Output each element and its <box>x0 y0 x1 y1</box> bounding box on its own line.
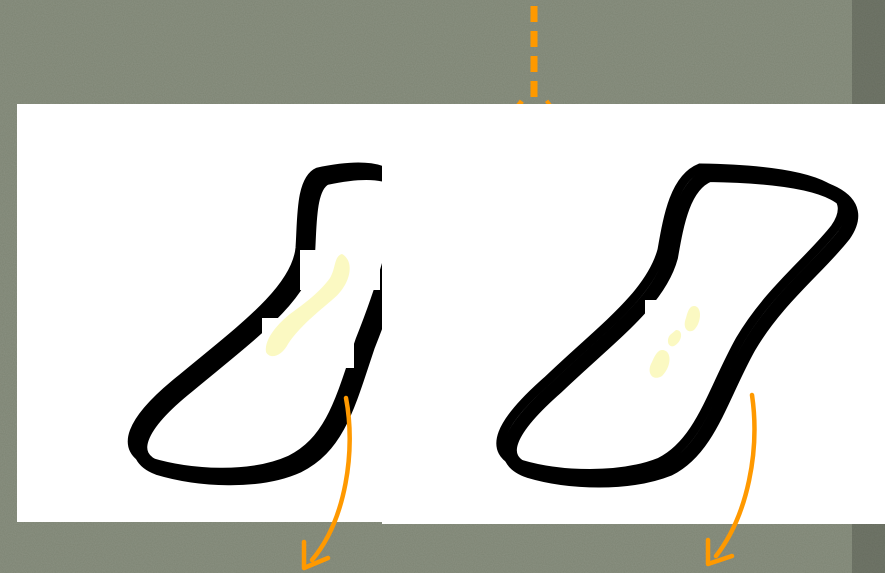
right-panel <box>382 104 885 564</box>
